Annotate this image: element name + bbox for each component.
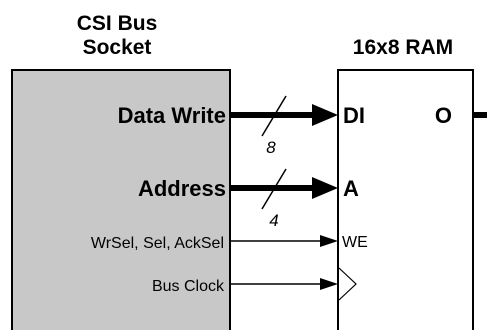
socket-block xyxy=(11,69,231,330)
address-arrowhead xyxy=(312,177,338,199)
ram-block xyxy=(337,69,474,330)
bus-clock-arrowhead xyxy=(320,278,338,290)
data-bus-width: 8 xyxy=(266,138,276,157)
port-di: DI xyxy=(343,103,365,128)
data-write-label: Data Write xyxy=(118,103,226,128)
socket-title-line2: Socket xyxy=(83,36,152,59)
address-bus-width: 4 xyxy=(269,211,278,230)
bus-clock-label: Bus Clock xyxy=(152,278,225,295)
data-write-arrowhead xyxy=(312,104,338,126)
wrsel-label: WrSel, Sel, AckSel xyxy=(91,235,224,252)
port-we: WE xyxy=(342,234,368,251)
port-o: O xyxy=(435,103,452,128)
port-a: A xyxy=(343,176,359,201)
address-bus-slash xyxy=(261,168,287,210)
clock-input-triangle xyxy=(338,267,357,301)
address-label: Address xyxy=(138,176,226,201)
socket-title-line1: CSI Bus xyxy=(77,12,158,35)
data-bus-slash xyxy=(261,95,287,137)
we-arrowhead xyxy=(320,235,338,247)
ram-title: 16x8 RAM xyxy=(353,36,453,59)
